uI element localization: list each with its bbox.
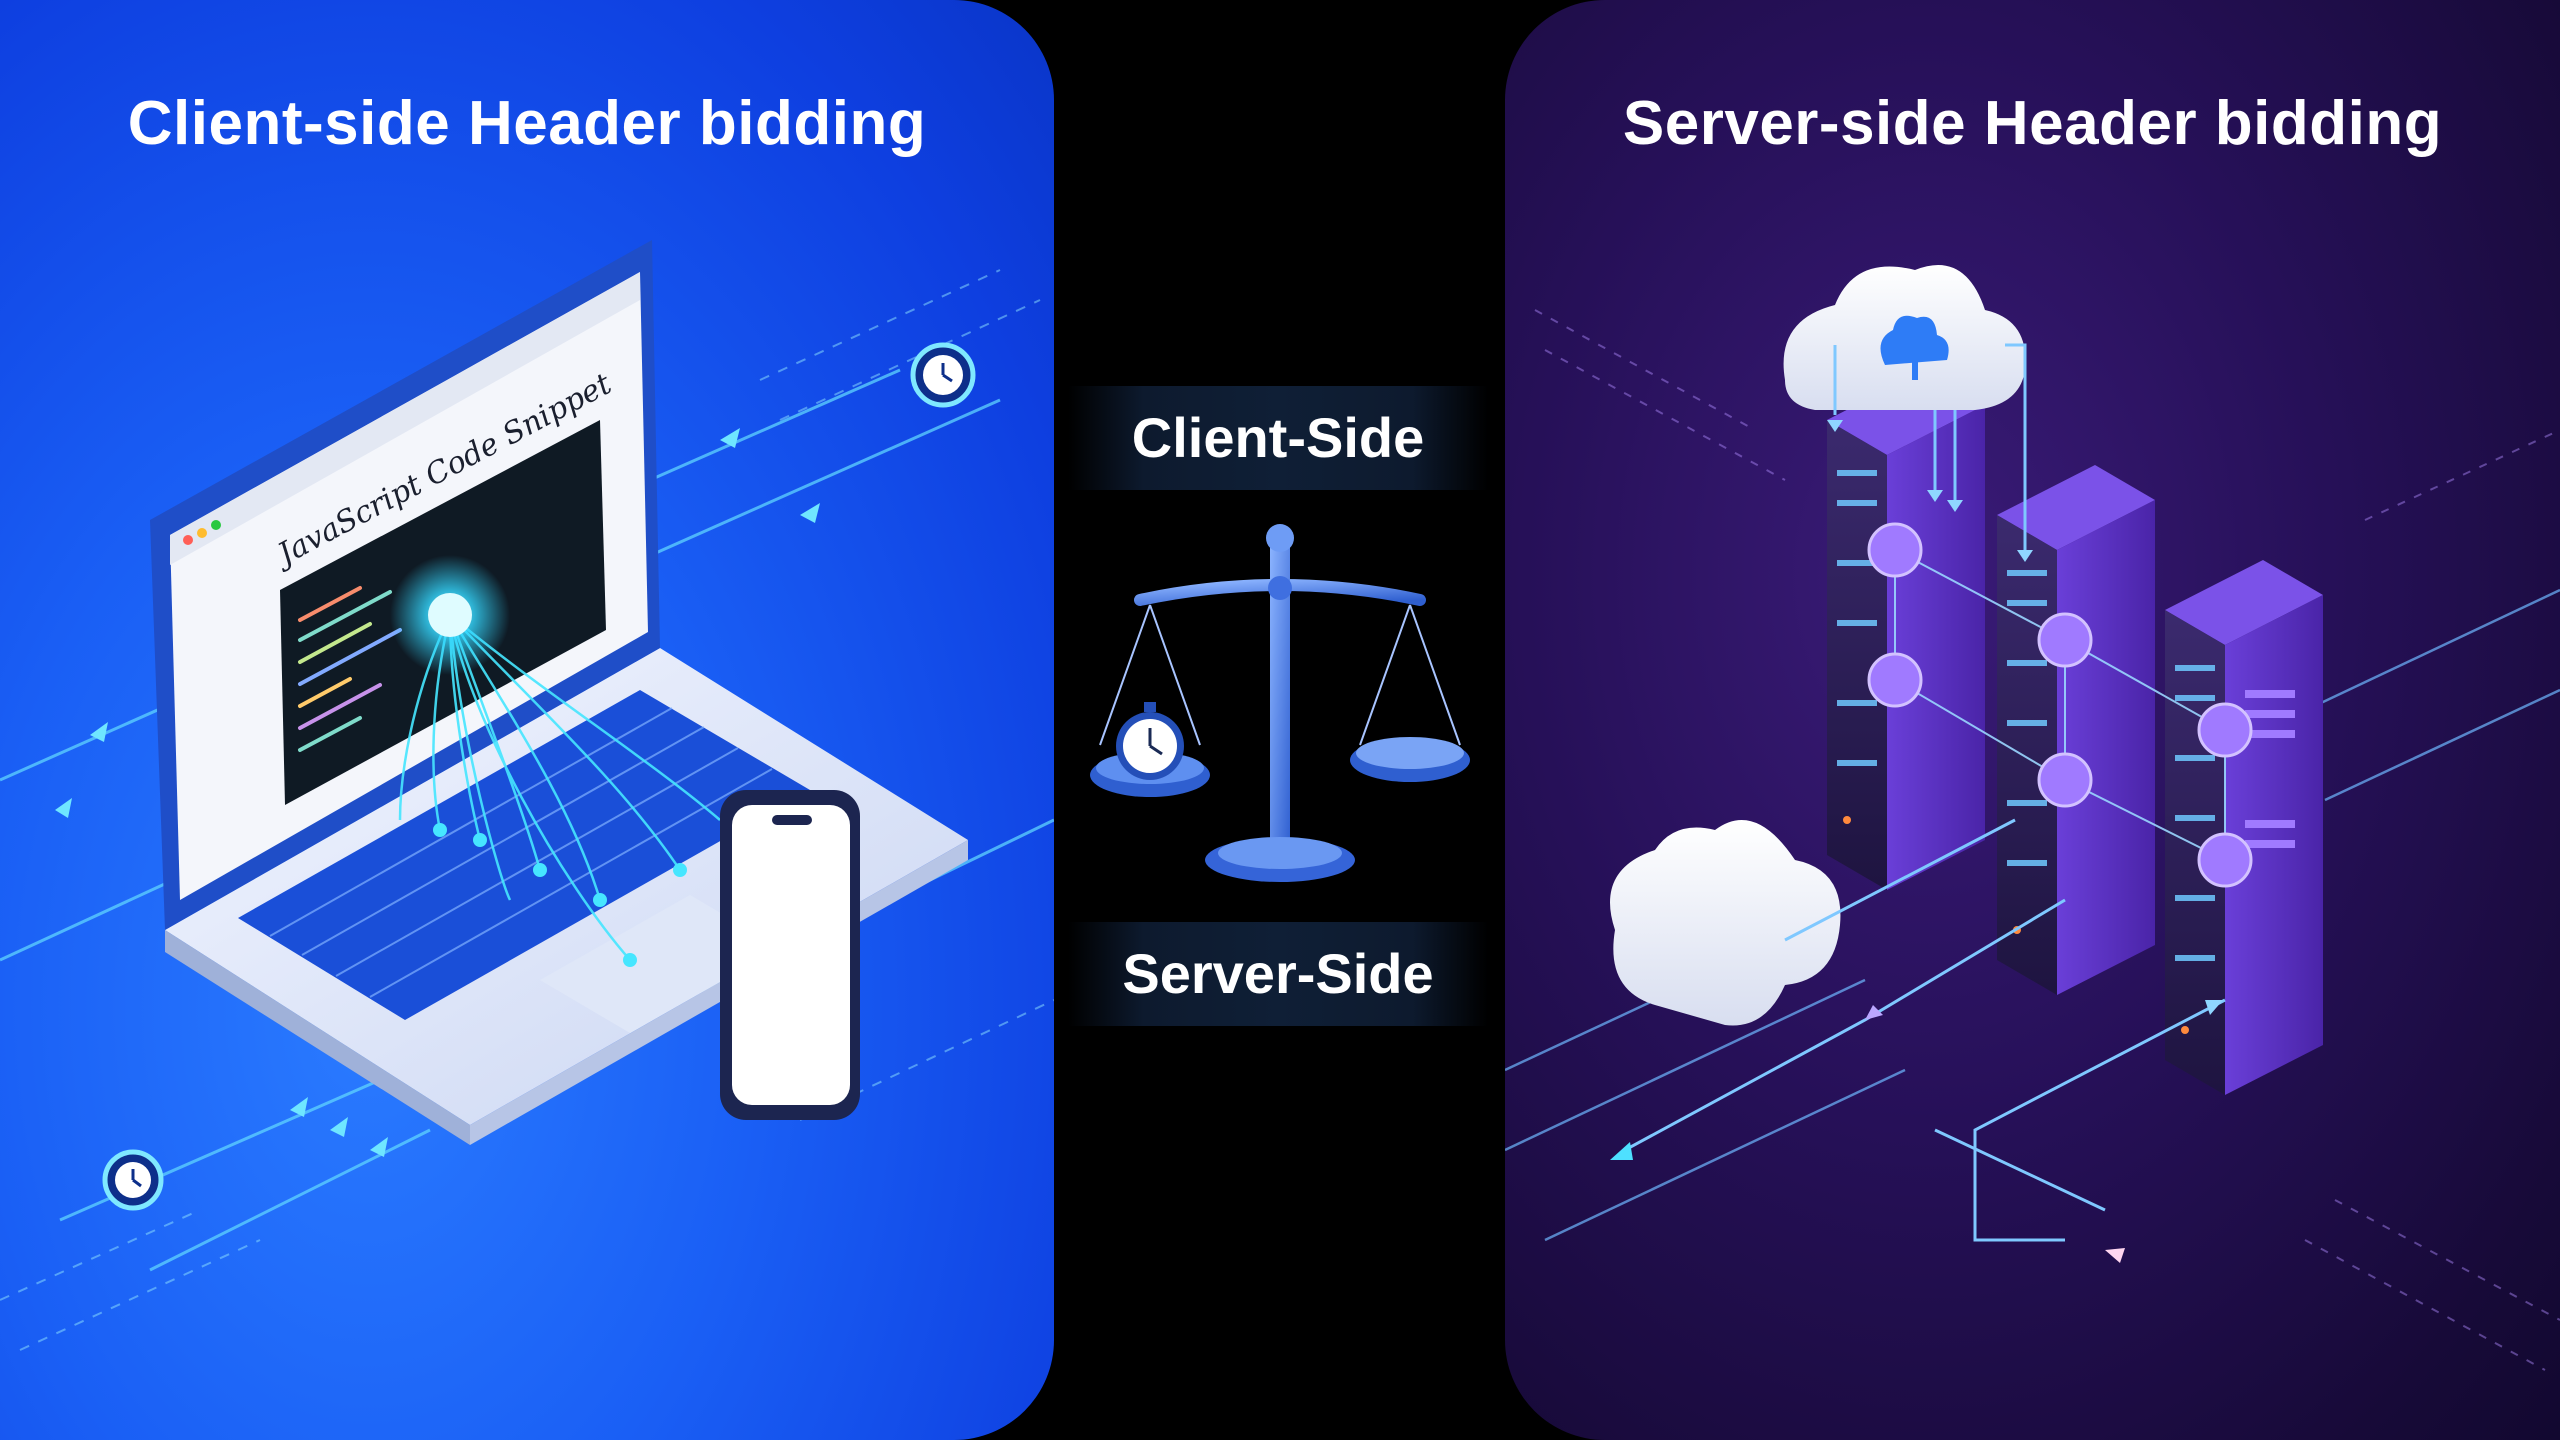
server-side-title: Server-side Header bidding xyxy=(1622,89,2443,158)
stopwatch-icon xyxy=(1116,702,1184,780)
cloud-icon xyxy=(1610,820,1841,1026)
server-side-label: Server-Side xyxy=(1068,922,1488,1026)
client-side-illustration: JavaScript Code Snippet xyxy=(0,240,1054,1351)
client-side-panel: JavaScript Code Snippet Client-side Head… xyxy=(0,0,1054,1440)
server-side-illustration xyxy=(1505,265,2560,1371)
arrow-markers xyxy=(55,428,820,1157)
server-rack-icon xyxy=(2165,560,2323,1095)
clock-icon xyxy=(910,342,976,408)
smartphone-icon xyxy=(720,790,860,1120)
clock-icon xyxy=(102,1149,164,1211)
server-rack-icon xyxy=(1997,465,2155,995)
server-side-panel: Server-side Header bidding xyxy=(1505,0,2560,1440)
client-side-label: Client-Side xyxy=(1068,386,1488,490)
client-side-title: Client-side Header bidding xyxy=(127,89,927,158)
server-rack-icon xyxy=(1827,370,1985,890)
cloud-icon xyxy=(1783,265,2026,410)
scale-icon xyxy=(1090,524,1470,882)
